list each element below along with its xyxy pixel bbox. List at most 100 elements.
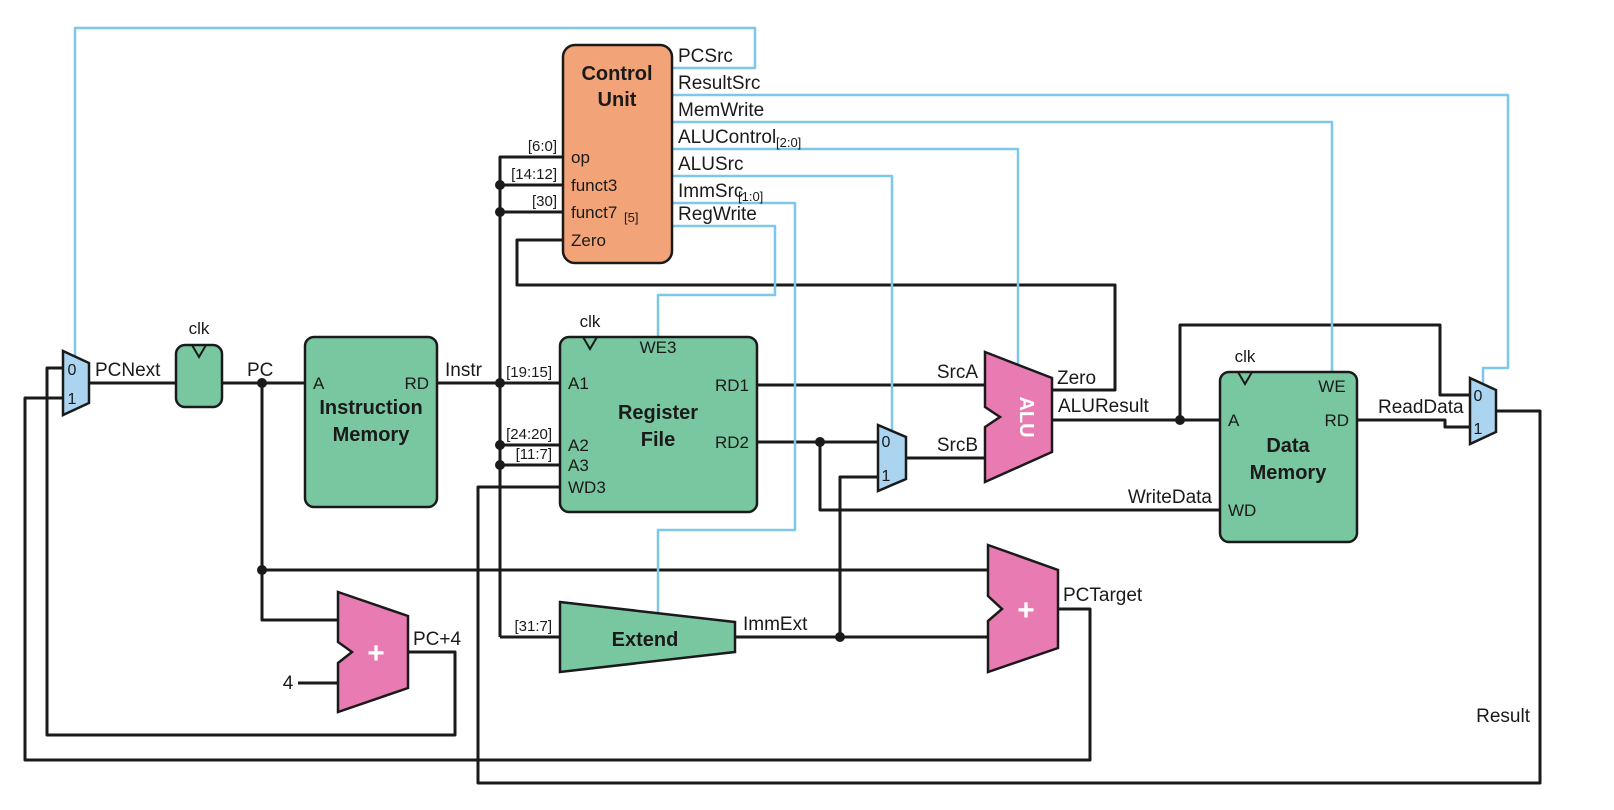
immsrc-label: ImmSrc: [678, 181, 743, 202]
junction-dots: [257, 180, 1185, 642]
regwrite-label: RegWrite: [678, 204, 757, 225]
clk-label-register-file: clk: [580, 312, 601, 331]
control-unit-title-1: Control: [581, 63, 652, 85]
result-label: Result: [1476, 706, 1531, 727]
register-file: [558, 335, 759, 514]
wire-result-return: [476, 409, 1542, 785]
instruction-memory: [303, 335, 439, 509]
wire-writedata: [818, 442, 1220, 512]
labels: clk 0 1 PCNext PC A RD Instruction Memor…: [68, 46, 1531, 727]
instr-label: Instr: [445, 360, 483, 381]
alu-label: ALU: [1015, 396, 1037, 437]
constant-four-label: 4: [283, 673, 294, 694]
junction-bus-a3: [495, 460, 505, 470]
control-port-funct7: funct7: [571, 203, 617, 222]
bits-funct3-label: [14:12]: [511, 166, 557, 183]
junction-bus-funct7: [495, 207, 505, 217]
pc-register: [174, 343, 224, 409]
control-port-op: op: [571, 148, 590, 167]
junction-immext: [835, 632, 845, 642]
srcb-mux: [876, 423, 908, 493]
rf-port-a3: A3: [568, 456, 589, 475]
srcb-mux-input1-label: 1: [882, 468, 891, 485]
bits-a1-label: [19:15]: [506, 364, 552, 381]
rf-title-2: File: [641, 429, 675, 451]
extend-unit: [558, 600, 737, 674]
readdata-label: ReadData: [1378, 397, 1464, 418]
clk-label-pc: clk: [189, 319, 210, 338]
junction-bus-funct3: [495, 180, 505, 190]
clock-wedge-data-memory: [1237, 371, 1253, 386]
pcnext-mux: [61, 349, 91, 417]
pctarget-label: PCTarget: [1063, 585, 1143, 606]
clock-wedge-register-file: [582, 336, 598, 351]
pcplus4-adder: [336, 590, 410, 714]
bits-op-label: [6:0]: [528, 138, 557, 155]
aluresult-label: ALUResult: [1058, 396, 1150, 417]
alucontrol-sub-label: [2:0]: [776, 135, 801, 150]
pcplus4-label: PC+4: [413, 629, 461, 650]
junction-pc-down: [257, 378, 267, 388]
control-port-funct3: funct3: [571, 176, 617, 195]
wire-pctarget-return: [23, 396, 1092, 762]
imem-port-rd: RD: [404, 374, 429, 393]
dmem-port-wd: WD: [1228, 501, 1256, 520]
rf-port-a2: A2: [568, 436, 589, 455]
junction-pc-pctarget: [257, 565, 267, 575]
wire-immext-to-srcb-mux: [838, 475, 878, 637]
alu: [983, 350, 1054, 484]
data-memory: [1218, 370, 1359, 544]
srca-label: SrcA: [937, 362, 979, 383]
blocks: [61, 43, 1498, 714]
rf-port-wd3: WD3: [568, 478, 606, 497]
wire-memwrite: [672, 120, 1334, 372]
junction-bus-a1: [495, 378, 505, 388]
extend-title: Extend: [612, 629, 679, 651]
pcnext-label: PCNext: [95, 360, 161, 381]
wire-alucontrol: [672, 147, 1020, 365]
immsrc-sub-label: [1:0]: [738, 189, 763, 204]
wire-aluresult-to-result-mux: [1178, 323, 1470, 420]
dmem-port-a: A: [1228, 411, 1240, 430]
dmem-port-we: WE: [1318, 377, 1345, 396]
wire-readdata: [1357, 418, 1470, 429]
wire-resultsrc: [672, 93, 1510, 384]
junction-bus-a2: [495, 440, 505, 450]
control-unit: [561, 43, 674, 265]
wire-instr-bus: [498, 155, 563, 637]
rf-port-a1: A1: [568, 374, 589, 393]
wire-immsrc: [656, 201, 797, 613]
data-wires: [23, 155, 1542, 785]
rf-port-rd1: RD1: [715, 376, 749, 395]
memwrite-label: MemWrite: [678, 100, 764, 121]
pc-label: PC: [247, 360, 273, 381]
pctarget-adder: [986, 543, 1060, 674]
bits-a3-label: [11:7]: [516, 446, 552, 463]
bits-funct7-label: [30]: [532, 193, 557, 210]
rf-port-we3: WE3: [640, 338, 677, 357]
wire-pc-to-pcplus4-adder: [260, 383, 338, 622]
dmem-title-1: Data: [1266, 435, 1310, 457]
wire-pcsrc: [73, 26, 757, 357]
alusrc-label: ALUSrc: [678, 154, 743, 175]
pctarget-adder-plus: +: [1017, 594, 1035, 627]
dmem-port-rd: RD: [1324, 411, 1349, 430]
clk-label-data-memory: clk: [1235, 347, 1256, 366]
bits-imm-label: [31:7]: [514, 618, 552, 635]
junction-aluresult: [1175, 415, 1185, 425]
pcplus4-adder-plus: +: [367, 637, 385, 670]
wire-regwrite: [656, 224, 777, 337]
wire-zero-flag: [515, 238, 1117, 392]
rf-port-rd2: RD2: [715, 433, 749, 452]
imem-title-2: Memory: [333, 424, 411, 446]
result-mux-input1-label: 1: [1474, 421, 1483, 438]
resultsrc-label: ResultSrc: [678, 73, 760, 94]
pcsrc-label: PCSrc: [678, 46, 733, 67]
control-unit-title-2: Unit: [598, 89, 637, 111]
wire-alusrc: [672, 174, 894, 431]
bits-a2-label: [24:20]: [506, 426, 552, 443]
immext-label: ImmExt: [743, 614, 808, 635]
zero-output-label: Zero: [1057, 368, 1096, 389]
